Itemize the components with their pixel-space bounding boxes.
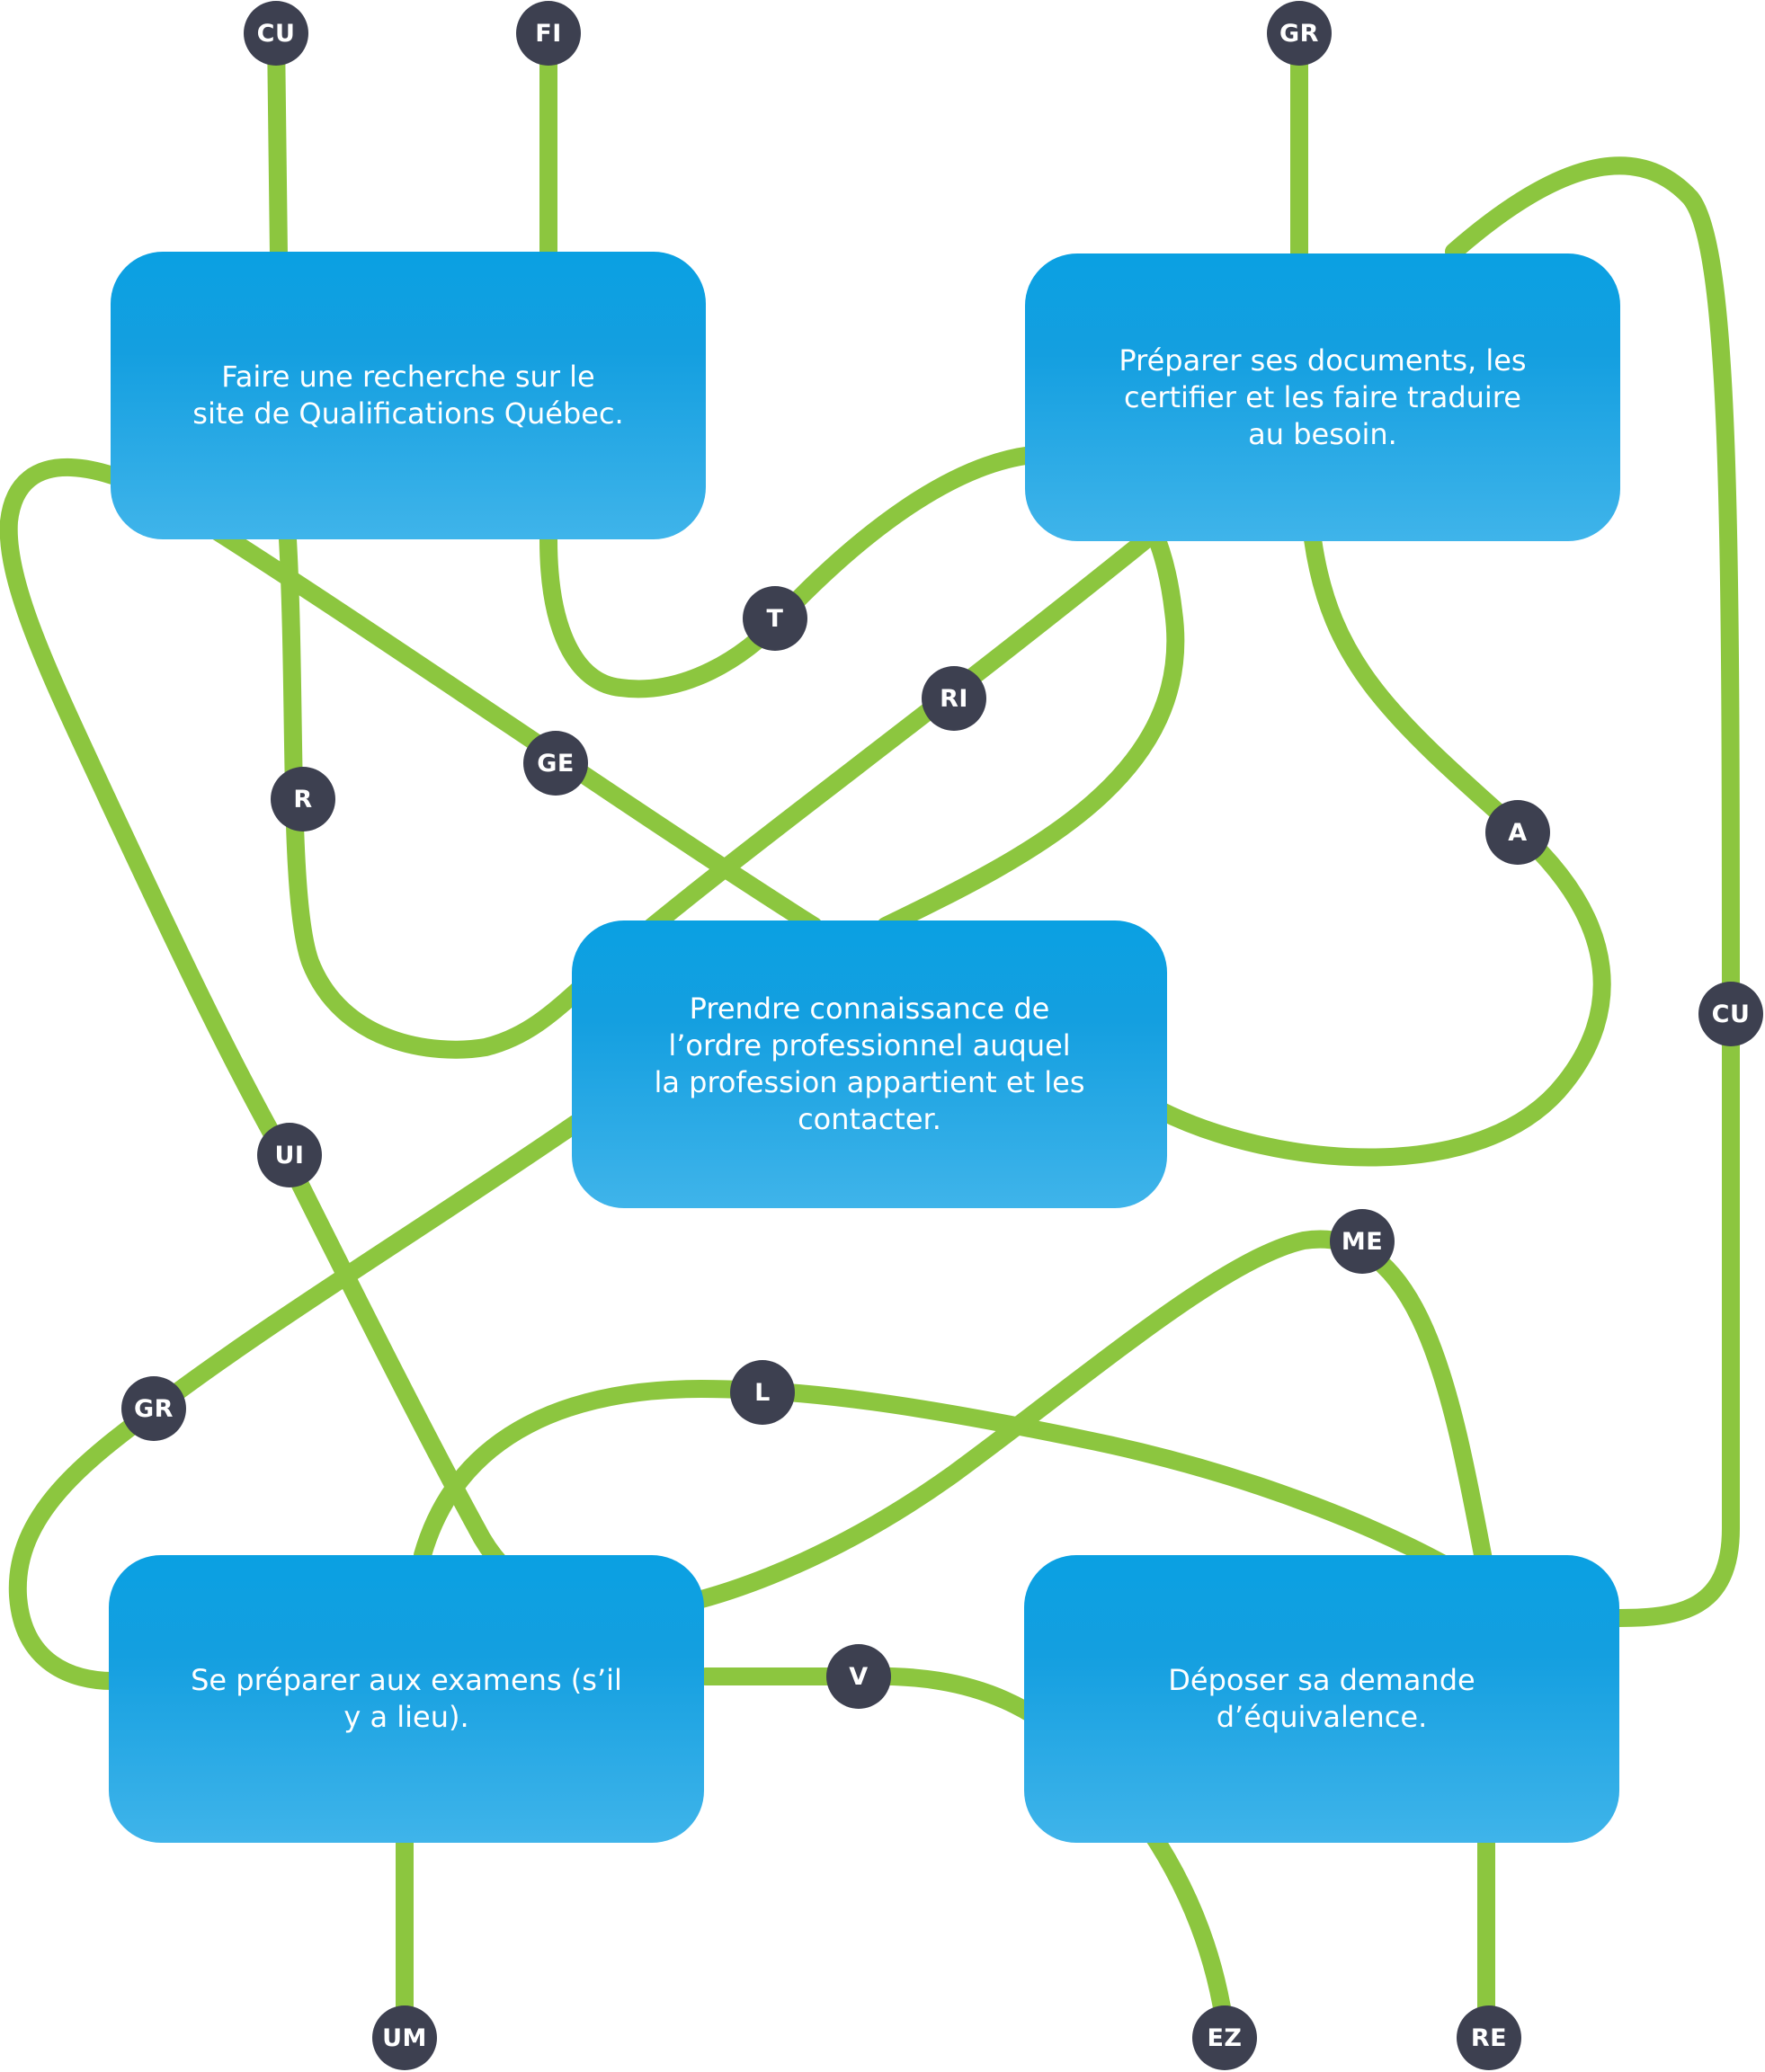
node-r: R	[271, 767, 335, 831]
node-a: A	[1485, 800, 1550, 865]
node-label: UM	[382, 2023, 427, 2052]
node-label: RE	[1470, 2023, 1508, 2052]
node-label: ME	[1341, 1227, 1384, 1256]
node-label: GR	[134, 1394, 174, 1423]
line-cu-top	[267, 25, 288, 265]
node-t: T	[743, 586, 807, 651]
node-cu-top: CU	[244, 1, 308, 66]
step-text-exams: Se préparer aux examens (s’il y a lieu).	[191, 1663, 622, 1734]
node-fi: FI	[516, 1, 581, 66]
node-v: V	[826, 1644, 891, 1709]
node-ri: RI	[922, 666, 986, 731]
step-text-documents: Préparer ses documents, les certifier et…	[1119, 342, 1527, 451]
node-label: UI	[274, 1141, 305, 1169]
line-gr-left	[8, 1115, 584, 1690]
node-label: T	[766, 604, 784, 633]
node-label: R	[293, 785, 313, 814]
node-gr-left: GR	[121, 1376, 186, 1441]
node-label: A	[1508, 818, 1528, 847]
step-box-exams: Se préparer aux examens (s’il y a lieu).	[109, 1555, 704, 1843]
node-me: ME	[1330, 1209, 1395, 1274]
node-label: GR	[1279, 19, 1319, 48]
line-a	[1151, 530, 1611, 1167]
node-label: GE	[537, 749, 575, 778]
node-ui: UI	[257, 1123, 322, 1187]
node-l: L	[730, 1360, 795, 1425]
node-label: CU	[256, 19, 296, 48]
step-box-professional-order: Prendre connaissance de l’ordre professi…	[572, 920, 1167, 1208]
step-box-documents: Préparer ses documents, les certifier et…	[1025, 253, 1620, 541]
step-text-equivalence: Déposer sa demande d’équivalence.	[1168, 1663, 1475, 1734]
step-text-professional-order: Prendre connaissance de l’ordre professi…	[654, 992, 1085, 1136]
line-ri	[279, 530, 1155, 1059]
node-ez: EZ	[1192, 2005, 1257, 2070]
node-label: L	[754, 1378, 771, 1407]
node-label: CU	[1711, 1000, 1751, 1028]
node-label: V	[849, 1662, 869, 1691]
node-re: RE	[1457, 2005, 1521, 2070]
node-cu-right: CU	[1698, 982, 1763, 1046]
node-label: EZ	[1207, 2023, 1243, 2052]
node-label: FI	[535, 19, 562, 48]
step-box-equivalence: Déposer sa demande d’équivalence.	[1024, 1555, 1619, 1843]
node-ge: GE	[523, 731, 588, 796]
node-label: RI	[940, 684, 968, 713]
node-gr-top: GR	[1267, 1, 1332, 66]
node-um: UM	[372, 2005, 437, 2070]
step-text-research: Faire une recherche sur le site de Quali…	[192, 360, 624, 431]
step-box-research: Faire une recherche sur le site de Quali…	[111, 252, 706, 539]
line-t-loop	[539, 445, 1185, 935]
